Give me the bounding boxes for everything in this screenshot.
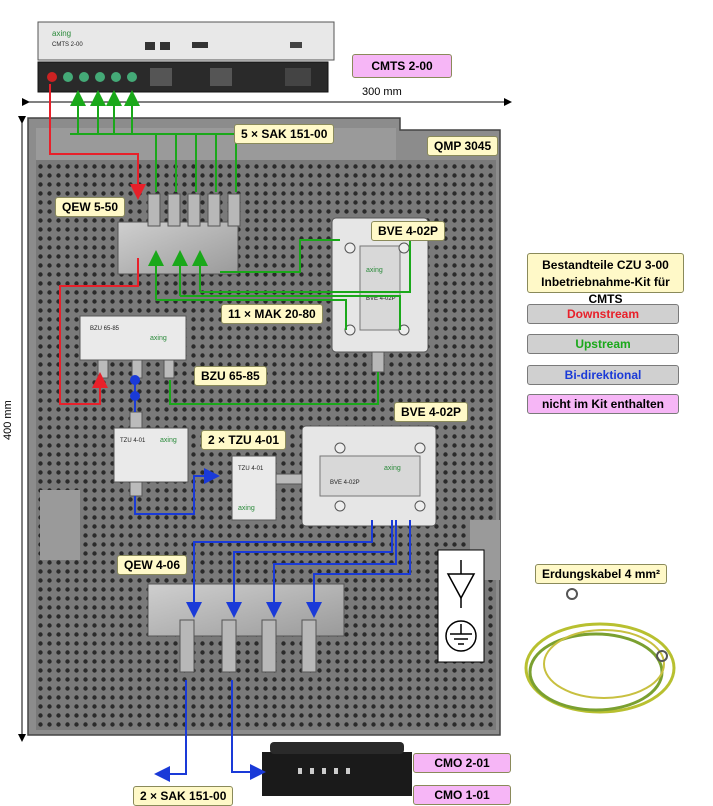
label-bzu: BZU 65-85 [194,366,267,386]
label-qew550: QEW 5-50 [55,197,126,217]
bve-top-brand-text: axing [366,267,383,274]
cmts-model-text: CMTS 2-00 [52,42,83,48]
label-mak: 11 × MAK 20-80 [221,304,323,324]
components-title-box: Bestandteile CZU 3-00 Inbetriebnahme-Kit… [527,253,684,306]
legend-upstream: Upstream [527,334,679,354]
legend-bidirectional: Bi-direktional [527,365,679,385]
legend-downstream: Downstream [527,304,679,324]
tzu-left-model-text: TZU 4-01 [120,438,146,444]
tzu-middle-model-text: TZU 4-01 [238,466,264,472]
earth-cable-image [524,588,676,714]
dimension-width: 300 mm [362,86,402,98]
bzu-model-text: BZU 65-85 [90,326,120,332]
upstream-cables [70,90,411,405]
label-tzu: 2 × TZU 4-01 [201,430,287,450]
bve-mid-brand-text: axing [384,465,401,472]
label-cmo101: CMO 1-01 [413,785,511,805]
tzu-left-brand-text: axing [160,437,177,444]
bve-mid-model-text: BVE 4-02P [330,480,360,486]
tzu-middle-device: TZU 4-01 axing [231,455,303,521]
bzu-brand-text: axing [150,335,167,342]
label-cmo201: CMO 2-01 [413,753,511,773]
label-qew406: QEW 4-06 [117,555,188,575]
tzu-middle-brand-text: axing [238,505,255,512]
ground-symbol [437,549,485,663]
cmts-device: axing CMTS 2-00 [37,21,335,93]
modem-device [262,742,412,796]
label-qmp: QMP 3045 [427,136,499,156]
tzu-left-device: TZU 4-01 axing [113,411,189,497]
label-bve-top: BVE 4-02P [371,221,446,241]
bzu-device: BZU 65-85 axing [79,315,187,379]
title-line-1: Bestandteile CZU 3-00 [542,258,669,272]
cmts-brand-text: axing [52,29,71,38]
label-erdung: Erdungskabel 4 mm² [535,564,668,584]
legend-not-in-kit: nicht im Kit enthalten [527,394,679,414]
label-cmts: CMTS 2-00 [352,54,452,78]
label-sak-bottom: 2 × SAK 151-00 [133,786,234,806]
label-sak-top: 5 × SAK 151-00 [234,124,335,144]
label-bve-mid: BVE 4-02P [394,402,469,422]
bve-top-device: axing BVE 4-02P [331,217,429,373]
downstream-cables [49,84,146,405]
dimension-height: 400 mm [2,400,14,440]
title-line-2: Inbetriebnahme-Kit für CMTS [541,275,670,306]
bidirectional-cables [130,375,411,782]
bve-mid-device: axing BVE 4-02P [301,425,437,527]
bve-top-model-text: BVE 4-02P [366,296,396,302]
